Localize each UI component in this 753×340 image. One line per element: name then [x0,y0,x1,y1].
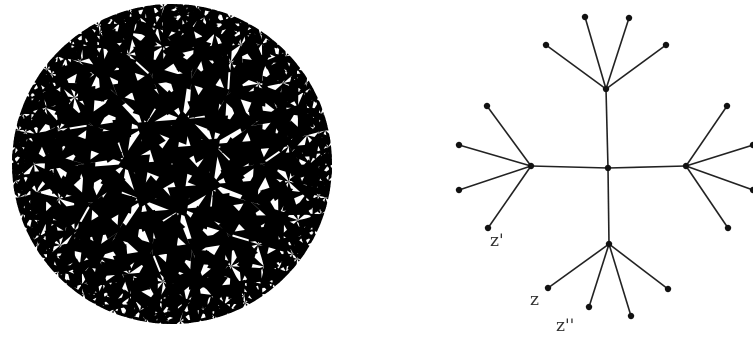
tree-vertex [724,103,730,109]
tree-vertex [456,142,462,148]
tree-edge [546,45,606,89]
tree-edge [609,244,668,289]
tile-triangle [315,91,326,98]
tree-vertex [606,241,612,247]
tile-triangle [328,147,335,158]
tree-vertex [663,42,669,48]
tree-vertex [605,165,611,171]
tree-vertex [683,163,689,169]
tree-edge [606,89,608,168]
tree-vertex [628,313,634,319]
tile-triangle [27,75,38,84]
tree-edge [686,145,753,166]
tile-triangle [61,34,70,44]
tile-triangle [61,284,71,294]
tiling-body [5,0,340,332]
tree-vertex [456,187,462,193]
tile-triangle [274,34,284,44]
tree-edge [548,244,609,288]
label-z-prime: z' [490,231,504,251]
label-z-double-prime: z'' [556,316,574,336]
tree-edge [608,168,609,244]
tile-triangle [48,46,58,56]
tree-edge [488,166,531,228]
tile-triangle [260,294,269,305]
tile-triangle [286,47,296,57]
tree-edge [686,166,753,190]
tile-triangle [37,259,47,268]
tile-triangle [307,245,318,254]
tile-triangle [297,259,307,268]
tree-edge [608,166,686,168]
tree-edge [459,166,531,190]
tile-triangle [315,230,326,238]
tree-edge [487,106,531,166]
tree-graph [456,14,753,319]
tree-vertex [725,225,731,231]
tree-edge [609,244,631,316]
tile-triangle [48,272,58,282]
tree-edge [606,45,666,89]
tile-triangle [246,15,254,26]
tile-triangle [164,321,175,328]
tile-triangle [19,90,30,98]
tile-triangle [37,60,47,69]
tree-edge [589,244,609,307]
tree-vertex [528,163,534,169]
tree-vertex [545,285,551,291]
tile-triangle [19,230,30,237]
tree-edge [585,17,606,89]
tree-vertex [586,304,592,310]
tree-vertex [582,14,588,20]
tile-triangle [75,23,84,34]
tile-triangle [8,164,15,175]
tree-edge [531,166,608,168]
hyperbolic-tiling [5,0,340,332]
tile-triangle [286,272,296,282]
tree-vertex [626,15,632,21]
tree-vertex [603,86,609,92]
tile-triangle [90,303,98,314]
tree-edge [459,145,531,166]
tree-edge [686,106,727,166]
tree-vertex [543,42,549,48]
tile-triangle [91,14,99,25]
tree-edge [606,18,629,89]
tile-triangle [297,60,307,69]
tile-triangle [75,294,84,305]
tree-vertex [665,286,671,292]
tree-vertex [484,103,490,109]
tile-triangle [246,303,254,314]
tile-triangle [260,24,269,34]
tile-triangle [170,0,181,7]
tile-triangle [274,284,283,294]
label-z: z [530,290,539,310]
tree-edge [686,166,728,228]
tile-triangle [27,245,38,253]
tile-triangle [307,75,318,83]
